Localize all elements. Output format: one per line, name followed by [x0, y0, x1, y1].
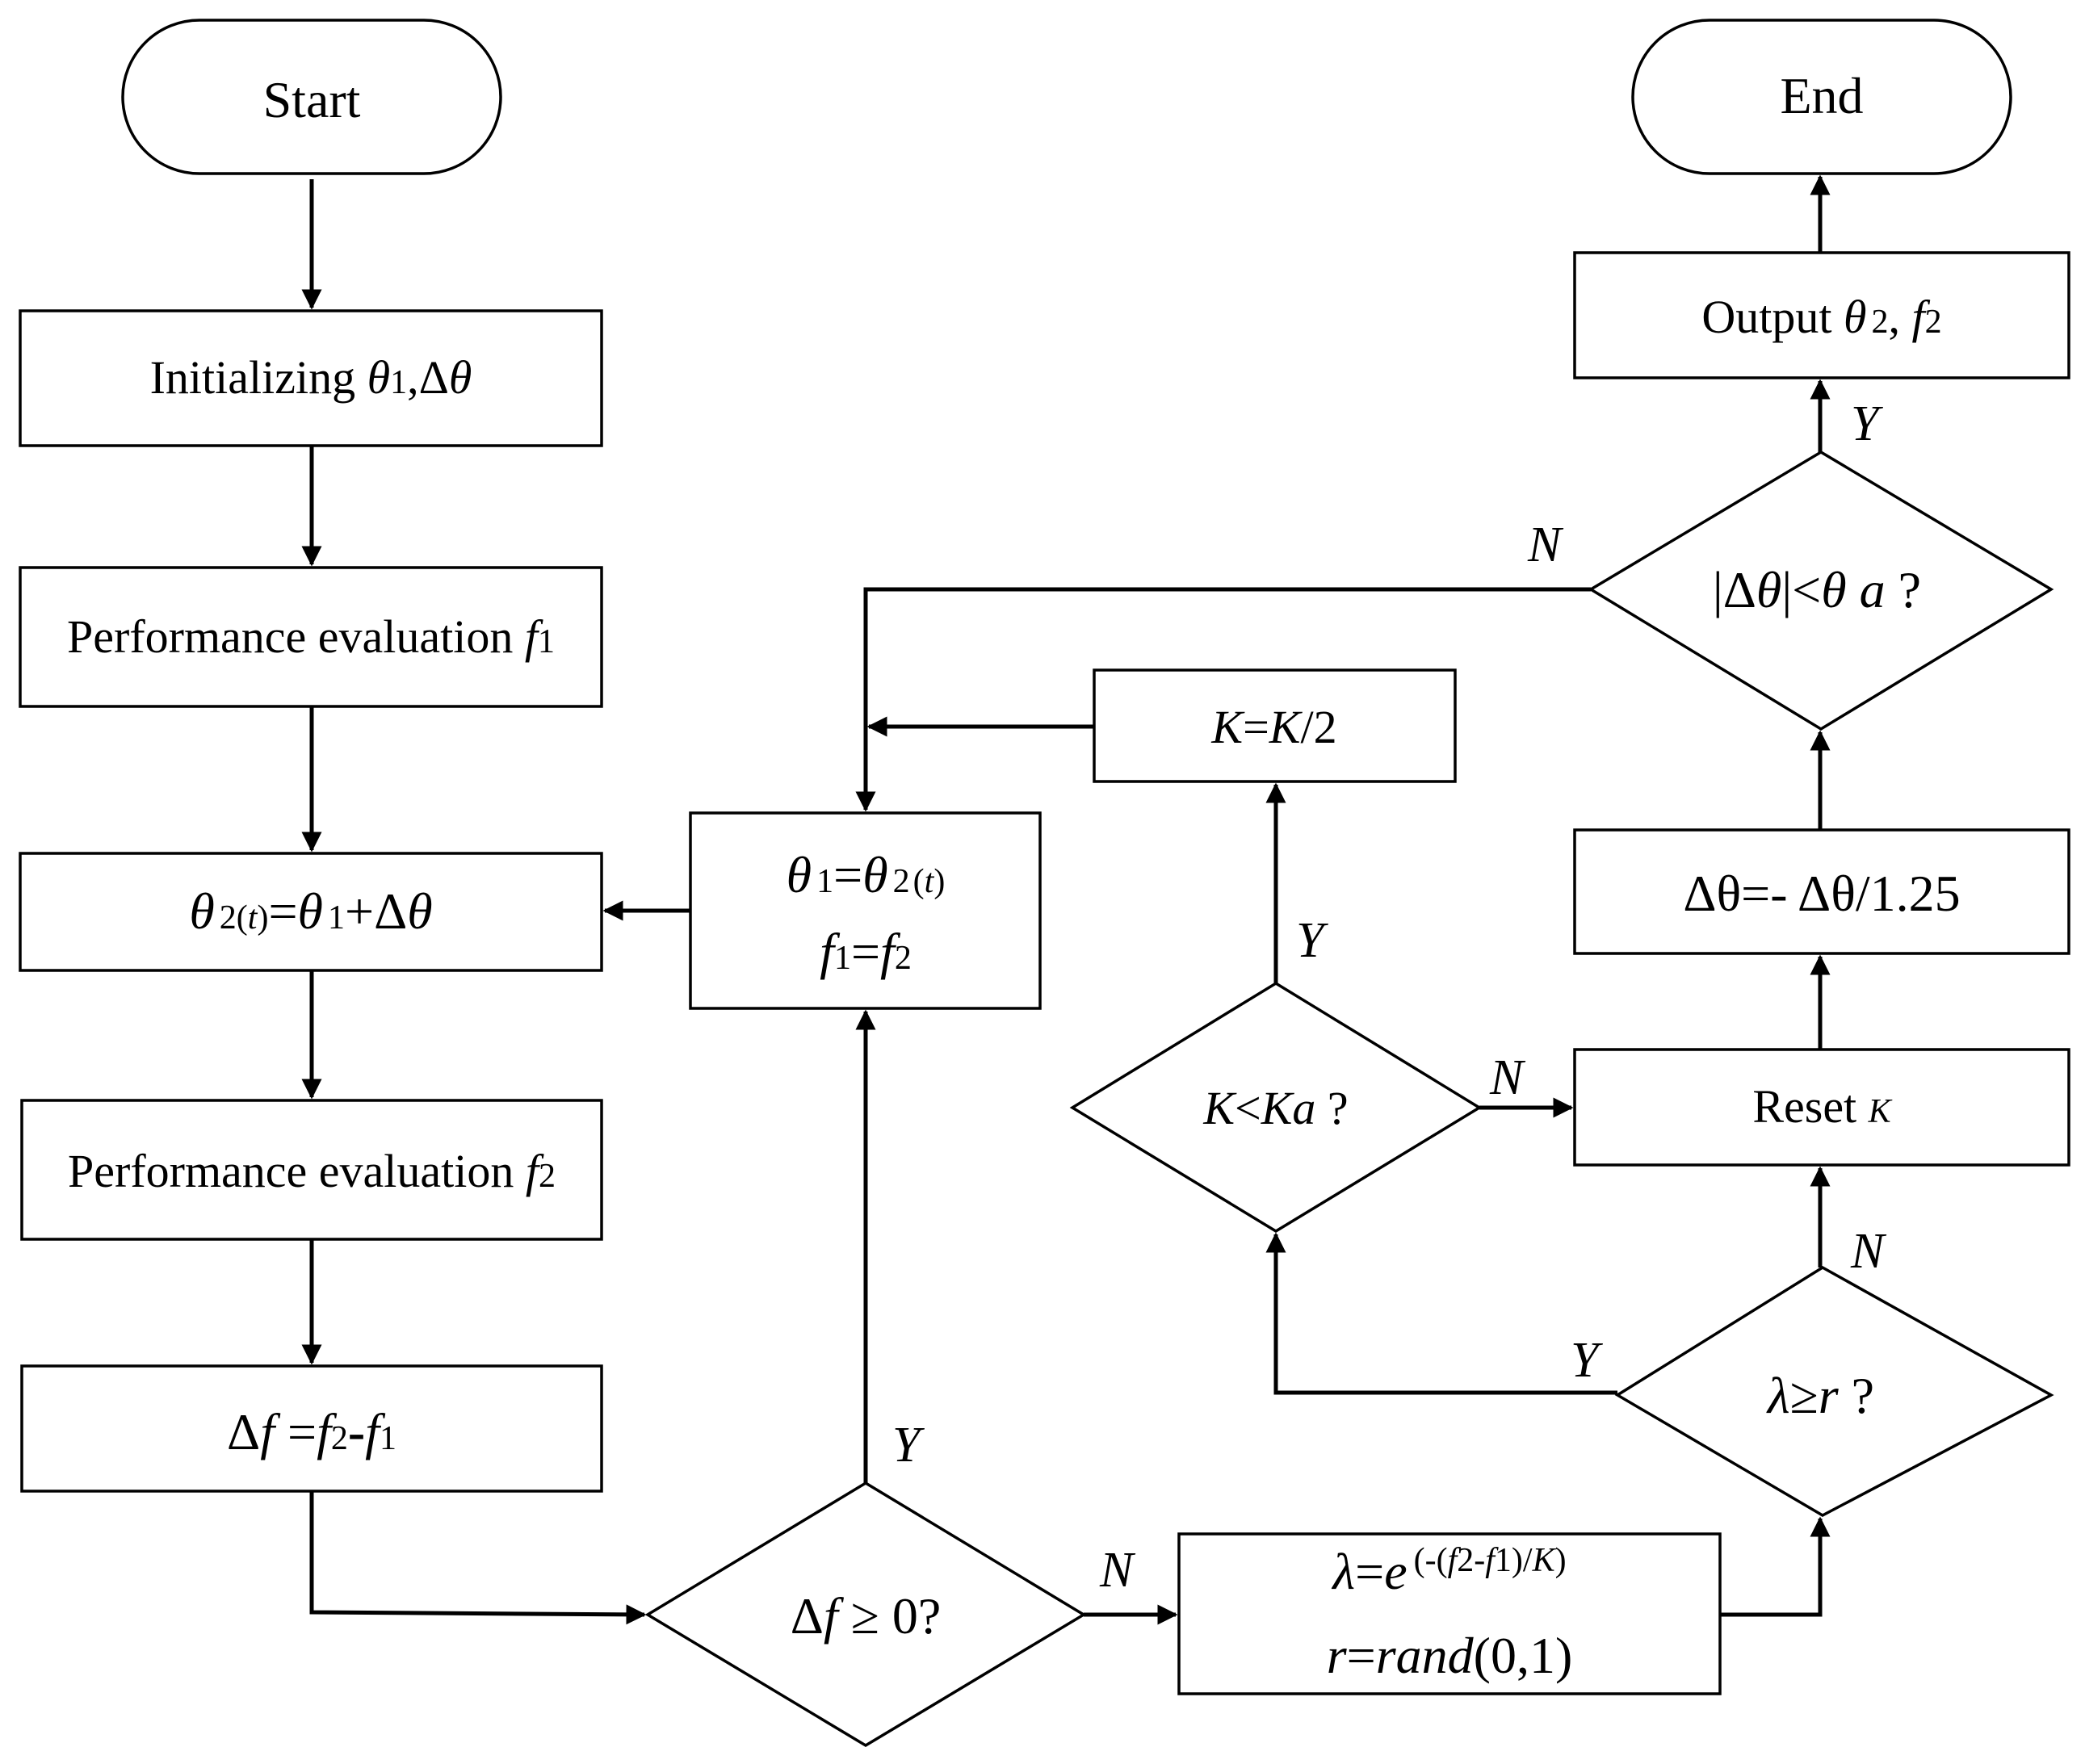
delta-f-label: Δf =f2-f1: [227, 1403, 396, 1460]
edge-label-n-df: N: [1099, 1543, 1136, 1598]
edge-label-y-theta: Y: [1851, 396, 1883, 451]
edge-label-n-lr: N: [1850, 1224, 1887, 1279]
perf2-label: Performance evaluation f2: [68, 1145, 556, 1197]
edge-label-n-k: N: [1489, 1050, 1526, 1105]
reset-box: [1573, 1048, 2070, 1167]
decision-k-diamond: [1069, 981, 1483, 1234]
edge-theta-loop: [855, 587, 1591, 812]
decision-df-label: Δf ≥ 0?: [791, 1587, 941, 1645]
end-label: End: [1780, 67, 1863, 124]
edge-deltaf-decision: [309, 1491, 647, 1625]
decision-k-label: K<Ka ?: [1202, 1082, 1348, 1134]
dtheta-update-box: [1573, 828, 2070, 955]
start-label: Start: [263, 71, 361, 128]
edge-label-y-df: Y: [892, 1418, 925, 1473]
delta-f-box: [20, 1364, 603, 1493]
perf1-box: [19, 566, 603, 708]
lambda-line2: r=rand(0,1): [1327, 1627, 1573, 1684]
k-half-box: [1093, 668, 1457, 783]
lambda-line1: λ=e(-(f2-f1)/K): [1331, 1542, 1566, 1600]
decision-lr-label: λ≥r ?: [1766, 1367, 1874, 1424]
edge-label-y-lr: Y: [1571, 1333, 1603, 1388]
lambda-box: [1177, 1532, 1722, 1695]
edge-lambda-decision-lr: [1720, 1516, 1831, 1617]
dtheta-update-label: Δθ=- Δθ/1.25: [1683, 865, 1960, 922]
decision-theta-diamond: [1588, 450, 2054, 731]
end-terminal: [1631, 19, 2012, 175]
edge-label-n-theta: N: [1527, 517, 1564, 572]
decision-lr-diamond: [1614, 1265, 2054, 1518]
update-box: [19, 852, 603, 972]
assign-box: [689, 811, 1042, 1010]
k-half-label: K=K/2: [1210, 701, 1336, 753]
perf2-box: [20, 1099, 603, 1241]
start-terminal: [121, 19, 502, 175]
decision-theta-label: |Δθ|<θ a ?: [1713, 561, 1921, 618]
decision-df-diamond: [644, 1481, 1087, 1748]
edge-lr-decision-k: [1265, 1232, 1617, 1395]
perf1-label: Performance evaluation f1: [67, 610, 555, 663]
reset-label: Reset K: [1752, 1080, 1892, 1133]
output-box: [1573, 251, 2070, 379]
init-label: Initializing θ1,Δθ: [150, 351, 472, 404]
edge-label-y-k: Y: [1296, 913, 1328, 968]
